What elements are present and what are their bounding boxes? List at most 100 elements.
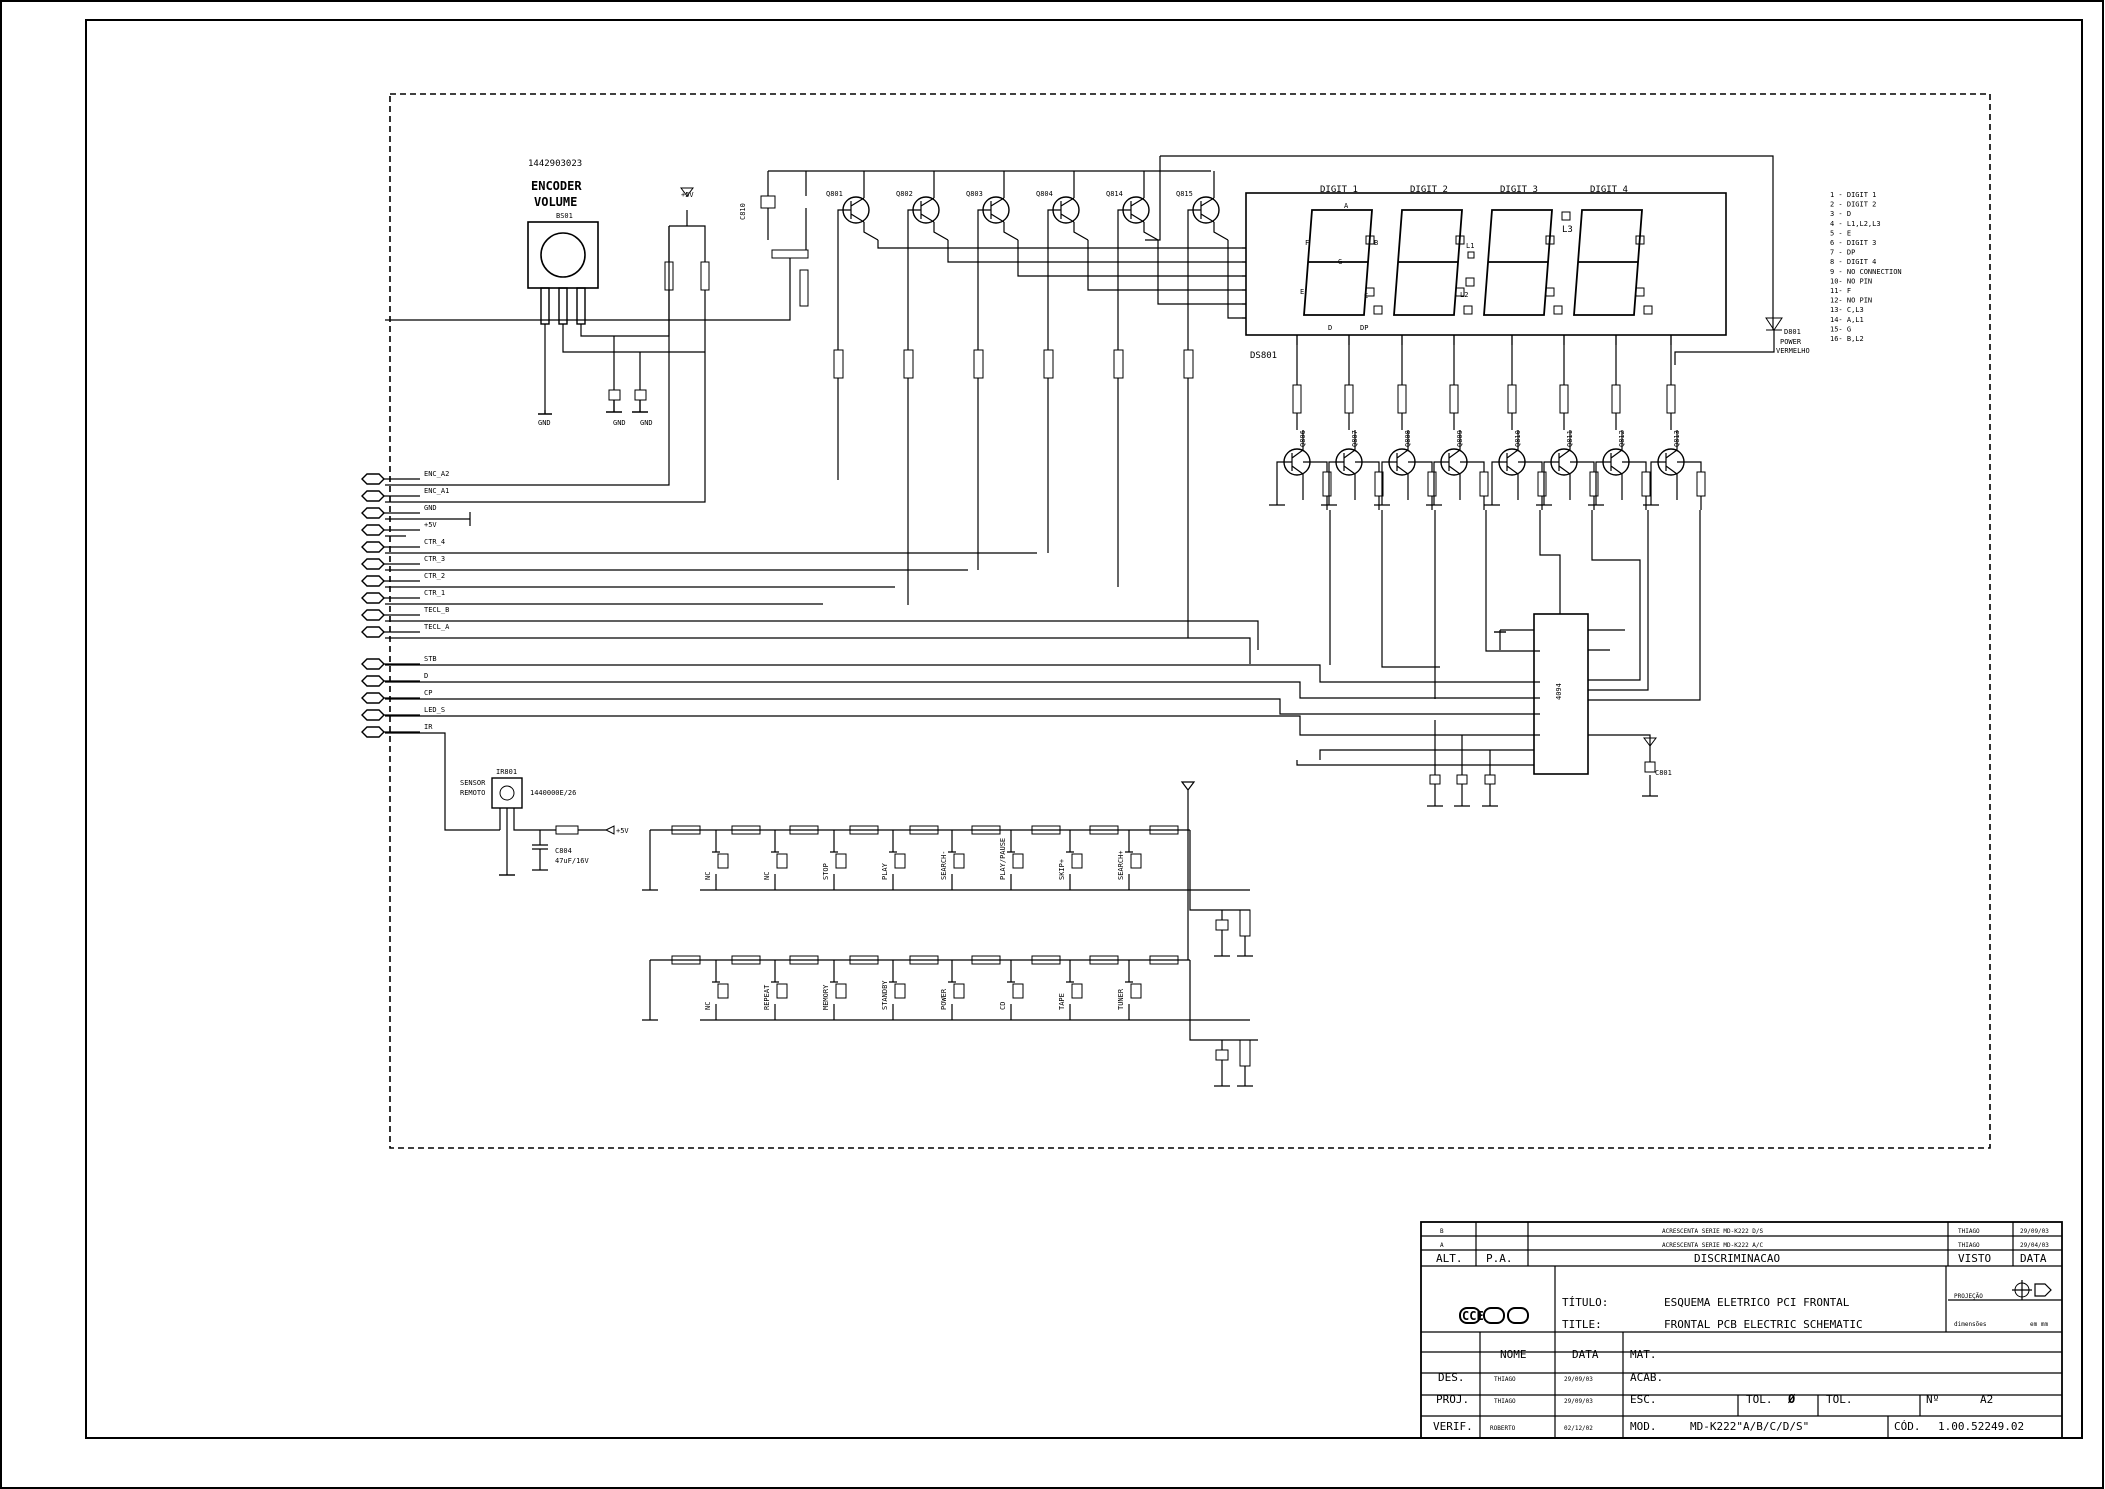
pin-legend-line: 7 - DP: [1830, 249, 1855, 257]
remote-cap: C804: [555, 847, 572, 855]
segment-letter: E: [1300, 288, 1304, 296]
connector-pin: IR: [361, 723, 433, 738]
digit-label: DIGIT 1: [1320, 185, 1358, 195]
revision-visto: THIAGO: [1958, 1228, 1980, 1235]
seven-seg-digit: [1573, 209, 1653, 316]
verif-data: 02/12/02: [1564, 1425, 1593, 1432]
connector-signal-label: CTR_3: [424, 555, 445, 563]
header-data: DATA: [2020, 1252, 2047, 1265]
pin-legend-line: 10- NO PIN: [1830, 277, 1872, 285]
encoder-pin: [540, 287, 550, 325]
company-logo-text: CCE: [1462, 1309, 1484, 1323]
pin-legend-line: 8 - DIGIT 4: [1830, 258, 1876, 266]
segment-transistor-ref: Q810: [1514, 430, 1522, 447]
segment-transistor-ref: Q807: [1351, 430, 1359, 447]
pin-legend-line: 12- NO PIN: [1830, 297, 1872, 305]
revision-description: ACRESCENTA SERIE MD-K222 A/C: [1662, 1242, 1764, 1249]
proj-data: 29/09/03: [1564, 1398, 1593, 1405]
power-led: D801 POWER VERMELHO: [1674, 317, 1810, 365]
digit-transistor: Q803: [966, 171, 1246, 570]
key-switch: TUNER: [1117, 960, 1142, 1020]
connector-signal-label: TECL_B: [424, 606, 449, 614]
header-pa: P.A.: [1486, 1252, 1513, 1265]
revision-description: ACRESCENTA SERIE MD-K222 D/S: [1662, 1228, 1764, 1235]
remote-sensor-body: [491, 777, 523, 809]
key-switch: STOP: [822, 830, 847, 890]
digit-transistor-ref: Q814: [1106, 190, 1123, 198]
unit-label: em mm: [2030, 1321, 2048, 1328]
segment-letter: DP: [1360, 324, 1368, 332]
titulo-label: TÍTULO:: [1562, 1296, 1608, 1309]
connector-pin: D: [361, 672, 428, 687]
tol1-label: TOL.: [1746, 1393, 1773, 1406]
pin-legend-line: 2 - DIGIT 2: [1830, 201, 1876, 209]
segment-transistor: Q807: [1321, 335, 1440, 668]
encoder-part-number: 1442903023: [528, 159, 582, 169]
indicator-label: L2: [1460, 291, 1468, 299]
key-switch: TAPE: [1058, 960, 1083, 1020]
ic-body: [1533, 613, 1589, 775]
cod-label: CÓD.: [1894, 1420, 1921, 1433]
n-value: A2: [1980, 1393, 1993, 1406]
segment-letter: B: [1374, 239, 1378, 247]
display-body: [1245, 192, 1727, 336]
encoder-ref: BS01: [556, 212, 573, 220]
digit-transistor-ref: Q801: [826, 190, 843, 198]
power-led-color: VERMELHO: [1776, 347, 1810, 355]
digit-transistor: Q814: [1106, 171, 1246, 587]
key-label: SEARCH-: [940, 850, 948, 880]
connector-signal-label: TECL_A: [424, 623, 450, 631]
connector-signal-label: +5V: [424, 521, 437, 529]
pin-legend-line: 6 - DIGIT 3: [1830, 239, 1876, 247]
dimensoes-label: dimensões: [1954, 1321, 1987, 1328]
pin-legend-line: 11- F: [1830, 287, 1851, 295]
key-switch: SKIP+: [1058, 830, 1083, 890]
connector-pin: TECL_B: [361, 606, 449, 621]
key-label: CD: [999, 1002, 1007, 1010]
encoder-subtitle: VOLUME: [534, 195, 577, 209]
digit-transistor: Q801: [826, 171, 1246, 480]
segment-letter: D: [1328, 324, 1332, 332]
connector-signal-label: CTR_4: [424, 538, 445, 546]
revision-alt: B: [1440, 1228, 1444, 1235]
segment-transistor: Q811: [1536, 335, 1641, 681]
n-label: Nº: [1926, 1393, 1939, 1406]
connector-signal-label: IR: [424, 723, 433, 731]
key-label: POWER: [940, 988, 948, 1010]
digit-transistor: Q804: [1036, 171, 1246, 553]
power-led-label: POWER: [1780, 338, 1802, 346]
revision-data: 29/04/03: [2020, 1242, 2049, 1249]
key-label: SKIP+: [1058, 859, 1066, 880]
connector: ENC_A2ENC_A1GND+5VCTR_4CTR_3CTR_2CTR_1TE…: [361, 470, 450, 738]
remote-sensor: SENSOR REMOTO IR801 1440000E/26 +5V C804…: [460, 768, 629, 876]
seven-seg-digit: [1483, 209, 1563, 316]
drawing-frame: [85, 19, 2083, 1439]
key-switch: PLAY/PAUSE: [999, 830, 1024, 890]
encoder-pin: [558, 287, 568, 325]
remote-supply: +5V: [616, 827, 629, 835]
ic-part: 4094: [1555, 683, 1563, 700]
company-logo: CCE: [1459, 1307, 1529, 1324]
connector-signal-label: CP: [424, 689, 432, 697]
connector-pin: STB: [361, 655, 437, 670]
remote-label: SENSOR: [460, 779, 486, 787]
encoder-body: [527, 221, 599, 289]
remote-label-2: REMOTO: [460, 789, 485, 797]
connector-pin: CTR_1: [361, 589, 445, 604]
key-label: TAPE: [1058, 993, 1066, 1010]
verif-nome: ROBERTO: [1490, 1425, 1516, 1432]
encoder-pin: [576, 287, 586, 325]
title-label: TITLE:: [1562, 1318, 1602, 1331]
revision-data: 29/09/03: [2020, 1228, 2049, 1235]
projecao-label: PROJEÇÃO: [1954, 1293, 1983, 1300]
digit-transistor: Q815: [1176, 171, 1246, 638]
segment-transistor-ref: Q808: [1404, 430, 1412, 447]
cod-value: 1.00.52249.02: [1938, 1420, 2024, 1433]
connector-pin: GND: [361, 504, 437, 519]
connector-pin: CTR_2: [361, 572, 445, 587]
col-nome: NOME: [1500, 1348, 1527, 1361]
pin-legend-line: 5 - E: [1830, 229, 1851, 237]
digit-transistor-ref: Q802: [896, 190, 913, 198]
pin-legend-line: 16- B,L2: [1830, 335, 1864, 343]
